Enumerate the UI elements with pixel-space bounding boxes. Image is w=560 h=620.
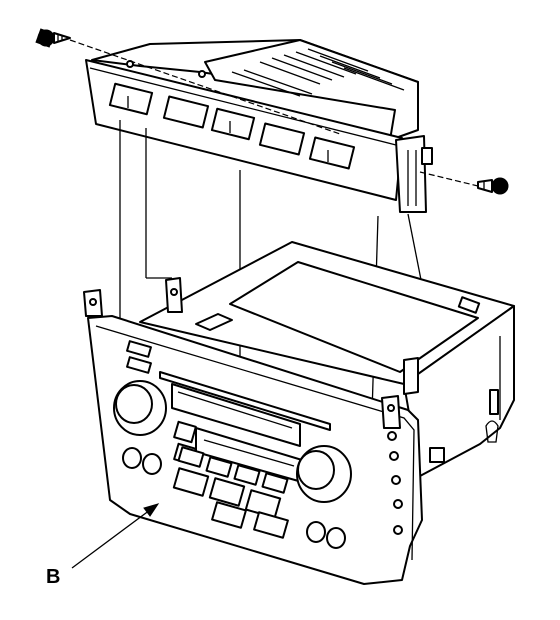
upper-unit-side-bracket bbox=[395, 135, 427, 213]
lower-audio-unit bbox=[83, 241, 515, 585]
preset-buttons bbox=[172, 420, 289, 539]
screw-icon bbox=[35, 28, 71, 48]
upper-unit-vents bbox=[231, 48, 405, 97]
upper-unit bbox=[85, 39, 433, 213]
chassis-inner-panel bbox=[229, 261, 479, 373]
screw-icon bbox=[477, 177, 509, 195]
tuning-knob bbox=[296, 445, 352, 503]
upper-unit-slots bbox=[108, 82, 356, 170]
callout-label-b: B bbox=[46, 566, 61, 588]
cd-slot bbox=[159, 371, 331, 431]
bezel-holes bbox=[387, 431, 403, 535]
upper-unit-body bbox=[204, 39, 419, 141]
callout-arrow bbox=[71, 503, 160, 569]
cassette-door bbox=[171, 383, 301, 447]
volume-knob bbox=[113, 380, 167, 436]
